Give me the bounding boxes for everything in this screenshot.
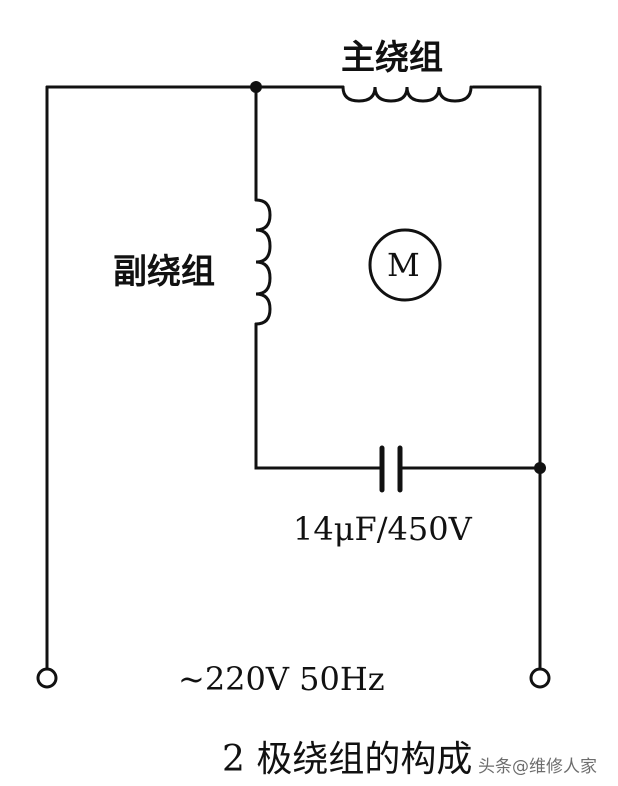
left-terminal [36, 667, 58, 689]
right-junction [534, 462, 546, 474]
aux-wire-bottom [254, 322, 542, 470]
capacitor-label: 14μF/450V [293, 510, 472, 548]
aux-winding-coil [254, 198, 272, 326]
motor-label: M [387, 246, 420, 284]
capacitor-plates [379, 445, 403, 493]
top-junction [250, 81, 262, 93]
right-terminal [529, 667, 551, 689]
aux-winding-label: 副绕组 [113, 252, 215, 292]
watermark: 头条@维修人家 [478, 757, 597, 777]
main-winding-coil [341, 85, 473, 103]
caption: 2 极绕组的构成 [222, 739, 473, 780]
supply-label: ~220V 50Hz [178, 660, 385, 698]
main-winding-label: 主绕组 [341, 38, 443, 78]
motor-symbol [368, 228, 442, 302]
